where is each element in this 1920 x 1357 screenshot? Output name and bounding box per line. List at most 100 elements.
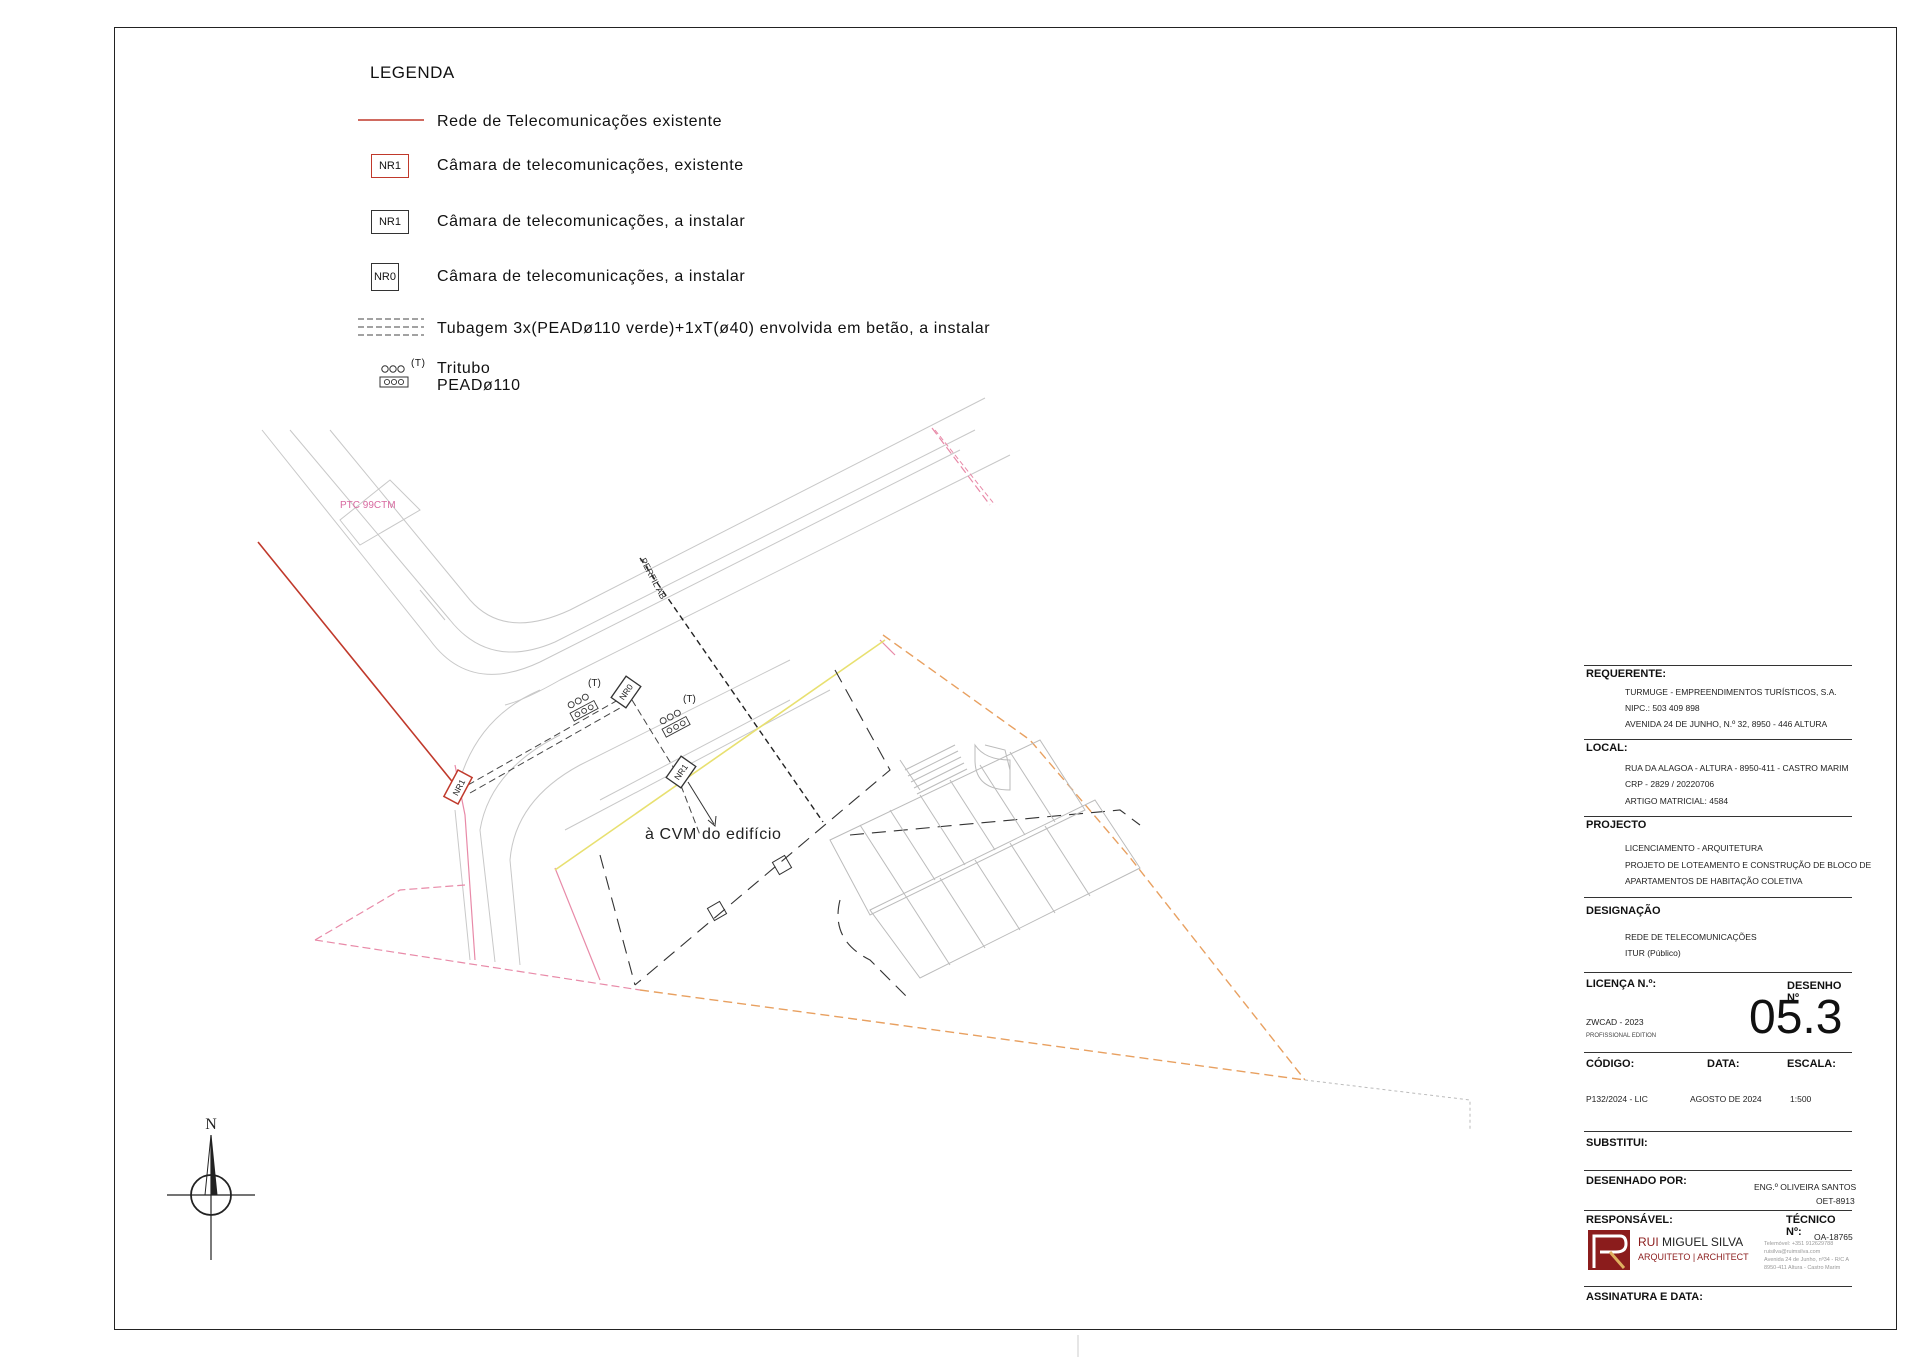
desenhado-heading: DESENHADO POR: [1586, 1175, 1687, 1187]
legend-item-tritubo: (T) Tritubo PEADø110 [355, 358, 1115, 401]
projecto-line: PROJETO DE LOTEAMENTO E CONSTRUÇÃO DE BL… [1625, 860, 1872, 870]
tb-divider [1584, 897, 1852, 898]
boundary-continuation [1304, 1079, 1471, 1130]
tb-divider [1584, 1170, 1852, 1171]
local-line: ARTIGO MATRICIAL: 4584 [1625, 796, 1729, 806]
projecto-line: APARTAMENTOS DE HABITAÇÃO COLETIVA [1625, 876, 1803, 886]
desenhado-line: OET-8913 [1816, 1196, 1855, 1206]
title-block: REQUERENTE: TURMUGE - EMPREENDIMENTOS TU… [1584, 660, 1871, 1320]
chamber-symbol-existing: NR1 [355, 152, 425, 182]
requerente-heading: REQUERENTE: [1586, 668, 1667, 680]
tb-divider [1584, 972, 1852, 973]
chamber-symbol-new: NR1 [355, 208, 425, 238]
escala-heading: ESCALA: [1787, 1058, 1836, 1070]
tritubo-tag-1: (T) [588, 678, 601, 689]
stairs [904, 744, 968, 795]
local-line: RUA DA ALAGOA - ALTURA - 8950-411 - CAST… [1625, 763, 1849, 773]
legend-item-conduit: Tubagem 3x(PEADø110 verde)+1xT(ø40) envo… [355, 315, 1115, 345]
legend-item-existing-chamber: NR1 Câmara de telecomunicações, existent… [355, 152, 1115, 182]
tb-divider [1584, 665, 1852, 666]
cvm-arrow-line [687, 781, 715, 825]
data-heading: DATA: [1707, 1058, 1740, 1070]
chamber-box-label: NR1 [371, 154, 409, 178]
legend-label: Rede de Telecomunicações existente [437, 113, 723, 130]
dashed-conduit-symbol [358, 318, 424, 336]
north-arrow: N [167, 1116, 255, 1260]
tritubo-marker-1 [567, 693, 599, 722]
tritubo-marker-2 [659, 709, 691, 738]
firm-name-1: RUI [1638, 1235, 1659, 1249]
legend-title: LEGENDA [370, 63, 455, 82]
profile-ab-line [639, 557, 824, 823]
codigo-value: P132/2024 - LIC [1586, 1094, 1648, 1104]
profile-ab-label: PERFIL AB [638, 556, 668, 601]
ptc-label: PTC 99CTM [340, 500, 396, 511]
firm-name-2: MIGUEL SILVA [1662, 1235, 1744, 1249]
chamber-nr1-existing: NR1 [442, 768, 474, 806]
legend-label-2: PEADø110 [437, 377, 521, 394]
requerente-line: AVENIDA 24 DE JUNHO, N.º 32, 8950 - 446 … [1625, 719, 1828, 729]
tb-divider [1584, 1210, 1852, 1211]
firm-address-line: 8950-411 Altura - Castro Marim [1764, 1265, 1841, 1271]
firm-subtitle: ARQUITETO | ARCHITECT [1638, 1252, 1749, 1262]
data-value: AGOSTO DE 2024 [1690, 1094, 1762, 1104]
small-chambers [706, 854, 793, 922]
cvm-arrowhead [707, 815, 717, 828]
chamber-symbol-new: NR0 [355, 263, 425, 293]
firm-logo-icon [1588, 1230, 1630, 1270]
projecto-line: LICENCIAMENTO - ARQUITETURA [1625, 843, 1763, 853]
substitui-heading: SUBSTITUI: [1586, 1137, 1648, 1149]
designacao-line: REDE DE TELECOMUNICAÇÕES [1625, 932, 1757, 942]
requerente-line: TURMUGE - EMPREENDIMENTOS TURÍSTICOS, S.… [1625, 687, 1837, 697]
plot-boundary [639, 634, 1306, 1081]
responsavel-heading: RESPONSÁVEL: [1586, 1214, 1673, 1226]
legend: LEGENDA Rede de Telecomunicações existen… [355, 55, 1155, 405]
local-heading: LOCAL: [1586, 742, 1628, 754]
legend-label: Câmara de telecomunicações, existente [437, 157, 744, 174]
assinatura-heading: ASSINATURA E DATA: [1586, 1291, 1703, 1303]
cvm-label: à CVM do edifício [645, 826, 781, 843]
local-line: CRP - 2829 / 20220706 [1625, 779, 1715, 789]
legend-item-new-chamber-nr0: NR0 Câmara de telecomunicações, a instal… [355, 263, 1115, 293]
yellow-line [554, 639, 886, 871]
tb-divider [1584, 816, 1852, 817]
firm-name: RUI MIGUEL SILVA [1638, 1235, 1743, 1249]
legend-label: Tritubo [437, 360, 491, 377]
sheet-frame [114, 27, 1897, 1330]
tecnico-value: OA-18765 [1814, 1232, 1853, 1242]
tb-divider [1584, 1131, 1852, 1132]
chamber-nr0: NR0 [610, 675, 642, 709]
tritubo-symbol [379, 365, 409, 388]
parking-stalls [829, 739, 1141, 979]
legend-item-new-chamber-nr1: NR1 Câmara de telecomunicações, a instal… [355, 208, 1115, 238]
desenho-heading: DESENHO Nº [1787, 980, 1842, 1004]
chamber-nr1-new: NR1 [665, 755, 697, 789]
firm-address-line: Avenida 24 de Junho, nº34 - R/C A [1764, 1257, 1850, 1263]
licenca-heading: LICENÇA N.º: [1586, 978, 1657, 990]
existing-network-line [257, 541, 456, 786]
tb-divider [1584, 1286, 1852, 1287]
tb-divider [1584, 1052, 1852, 1053]
firm-address-line: Telemóvel: +351 912629788 [1764, 1241, 1834, 1247]
projecto-heading: PROJECTO [1586, 819, 1647, 831]
firm-address-line: ruisilva@ruimsilva.com [1764, 1249, 1821, 1255]
legend-label: Tubagem 3x(PEADø110 verde)+1xT(ø40) envo… [437, 320, 991, 337]
north-label: N [205, 1116, 217, 1133]
designacao-line: ITUR (Público) [1625, 948, 1681, 958]
tecnico-heading: TÉCNICO Nº: [1786, 1214, 1836, 1238]
drawing-number: 05.3 [1749, 991, 1843, 1044]
red-line-symbol [358, 119, 424, 121]
firm-address: Telemóvel: +351 912629788 ruisilva@ruims… [1764, 1240, 1854, 1272]
licenca-value: ZWCAD - 2023 [1586, 1017, 1644, 1027]
tb-divider [1584, 739, 1852, 740]
legend-label: Câmara de telecomunicações, a instalar [437, 213, 746, 230]
chamber-box-label: NR1 [371, 210, 409, 234]
legend-label: Câmara de telecomunicações, a instalar [437, 268, 746, 285]
designacao-heading: DESIGNAÇÃO [1586, 905, 1661, 917]
tritubo-tag-2: (T) [683, 694, 696, 705]
escala-value: 1:500 [1790, 1094, 1812, 1104]
chamber-box-label: NR0 [371, 263, 399, 291]
road-edges [261, 397, 1011, 966]
road-edge-marks [934, 429, 996, 506]
